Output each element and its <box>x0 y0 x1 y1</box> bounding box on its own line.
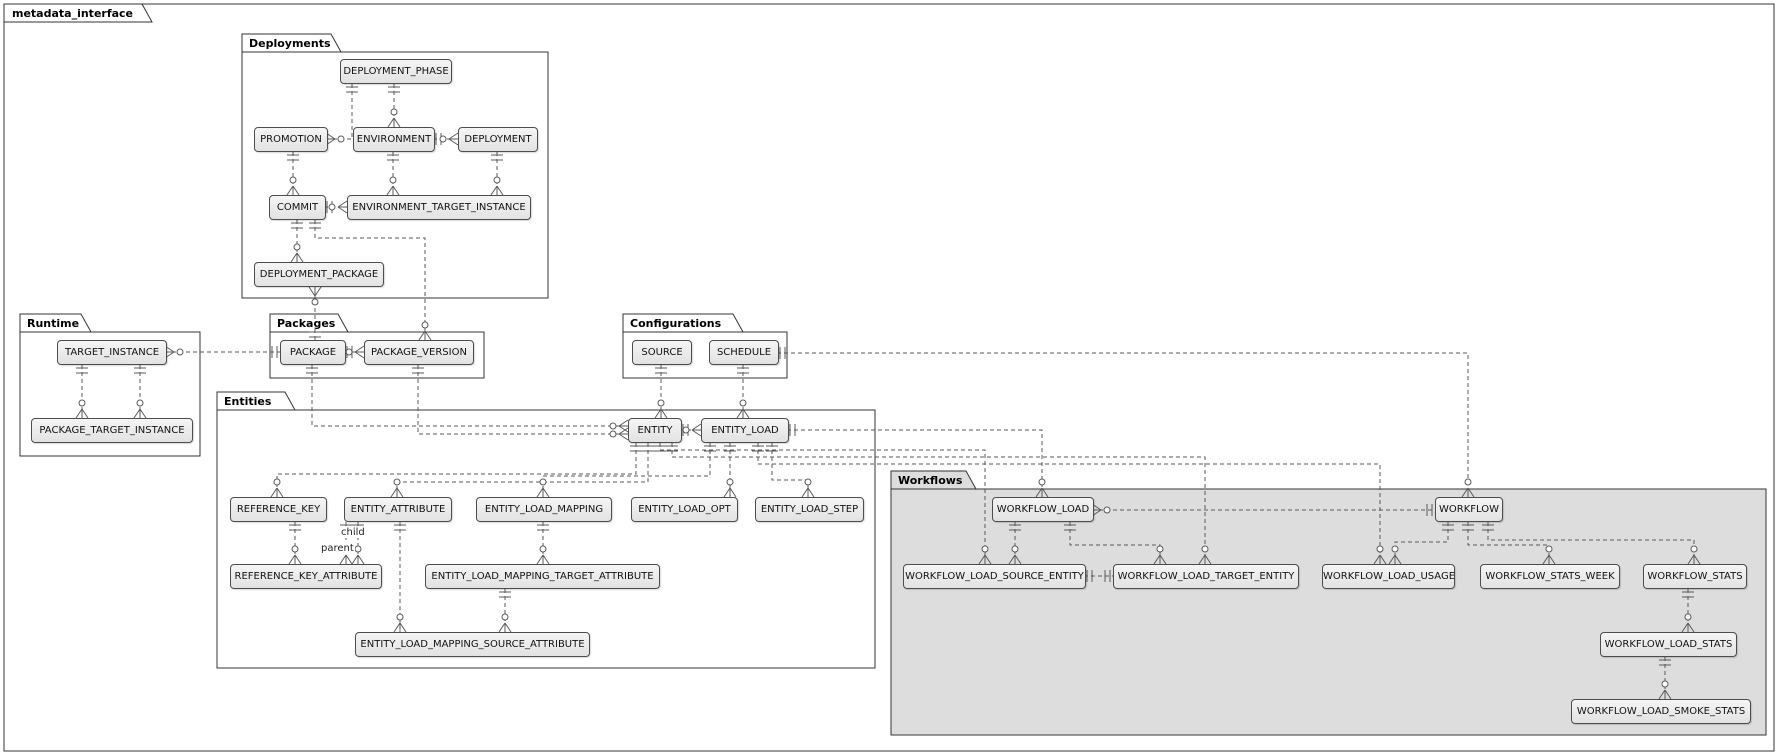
entity-entity_load_opt: ENTITY_LOAD_OPT <box>631 497 738 522</box>
entity-workflow_load_usage: WORKFLOW_LOAD_USAGE <box>1322 564 1455 589</box>
rel-workflow-workflow_load_usage <box>1388 522 1454 565</box>
edge-label-parent: parent <box>320 543 355 554</box>
rel-deployment_phase-promotion <box>325 84 358 146</box>
entity-deployment: DEPLOYMENT <box>458 127 538 152</box>
entity-workflow_load_smoke_stats: WORKFLOW_LOAD_SMOKE_STATS <box>1571 699 1751 724</box>
rel-schedule-workflow <box>777 347 1475 498</box>
rel-workflow-workflow_stats <box>1482 522 1701 565</box>
entity-environment_target_instance: ENVIRONMENT_TARGET_INSTANCE <box>347 195 531 220</box>
package-label-runtime: Runtime <box>27 317 80 330</box>
rel-package_version-entity <box>412 365 629 441</box>
entity-entity_load_mapping_source_attribute: ENTITY_LOAD_MAPPING_SOURCE_ATTRIBUTE <box>355 632 590 657</box>
entity-entity_load_mapping: ENTITY_LOAD_MAPPING <box>476 497 612 522</box>
frame-title: metadata_interface <box>12 7 134 20</box>
entity-commit: COMMIT <box>269 195 326 220</box>
package-label-configurations: Configurations <box>630 317 722 330</box>
entity-entity_load_step: ENTITY_LOAD_STEP <box>755 497 864 522</box>
entity-deployment_phase: DEPLOYMENT_PHASE <box>340 59 452 84</box>
entity-workflow: WORKFLOW <box>1435 497 1503 522</box>
entity-workflow_load: WORKFLOW_LOAD <box>992 497 1094 522</box>
package-label-packages: Packages <box>277 317 336 330</box>
entity-package: PACKAGE <box>280 340 346 365</box>
rel-commit-package_version <box>309 220 432 341</box>
entity-workflow_load_stats: WORKFLOW_LOAD_STATS <box>1600 632 1737 657</box>
entity-reference_key_attribute: REFERENCE_KEY_ATTRIBUTE <box>230 564 382 589</box>
entity-environment: ENVIRONMENT <box>353 127 435 152</box>
entity-target_instance: TARGET_INSTANCE <box>57 340 167 365</box>
entity-package_target_instance: PACKAGE_TARGET_INSTANCE <box>31 418 193 443</box>
entity-workflow_stats: WORKFLOW_STATS <box>1643 564 1747 589</box>
entity-workflow_load_target_entity: WORKFLOW_LOAD_TARGET_ENTITY <box>1113 564 1299 589</box>
entity-entity_load: ENTITY_LOAD <box>701 418 789 443</box>
package-label-workflows: Workflows <box>898 474 963 487</box>
package-label-entities: Entities <box>224 395 272 408</box>
entity-source: SOURCE <box>632 340 692 365</box>
rel-workflow_load-workflow_load_target_entity <box>1064 522 1167 565</box>
edge-label-child: child <box>340 527 366 538</box>
entity-entity_attribute: ENTITY_ATTRIBUTE <box>344 497 452 522</box>
entity-workflow_stats_week: WORKFLOW_STATS_WEEK <box>1480 564 1620 589</box>
entity-entity: ENTITY <box>628 418 682 443</box>
rel-entity_load-workflow_load <box>787 424 1049 498</box>
entity-entity_load_mapping_target_attribute: ENTITY_LOAD_MAPPING_TARGET_ATTRIBUTE <box>425 564 660 589</box>
entity-workflow_load_source_entity: WORKFLOW_LOAD_SOURCE_ENTITY <box>903 564 1086 589</box>
relationship-lines <box>75 84 1701 700</box>
entity-reference_key: REFERENCE_KEY <box>230 497 327 522</box>
package-label-deployments: Deployments <box>249 37 331 50</box>
entity-schedule: SCHEDULE <box>709 340 779 365</box>
rel-entity-entity_attribute <box>390 443 654 498</box>
entity-promotion: PROMOTION <box>254 127 328 152</box>
entity-package_version: PACKAGE_VERSION <box>364 340 474 365</box>
frame-border <box>3 3 1775 752</box>
entity-deployment_package: DEPLOYMENT_PACKAGE <box>254 262 384 287</box>
